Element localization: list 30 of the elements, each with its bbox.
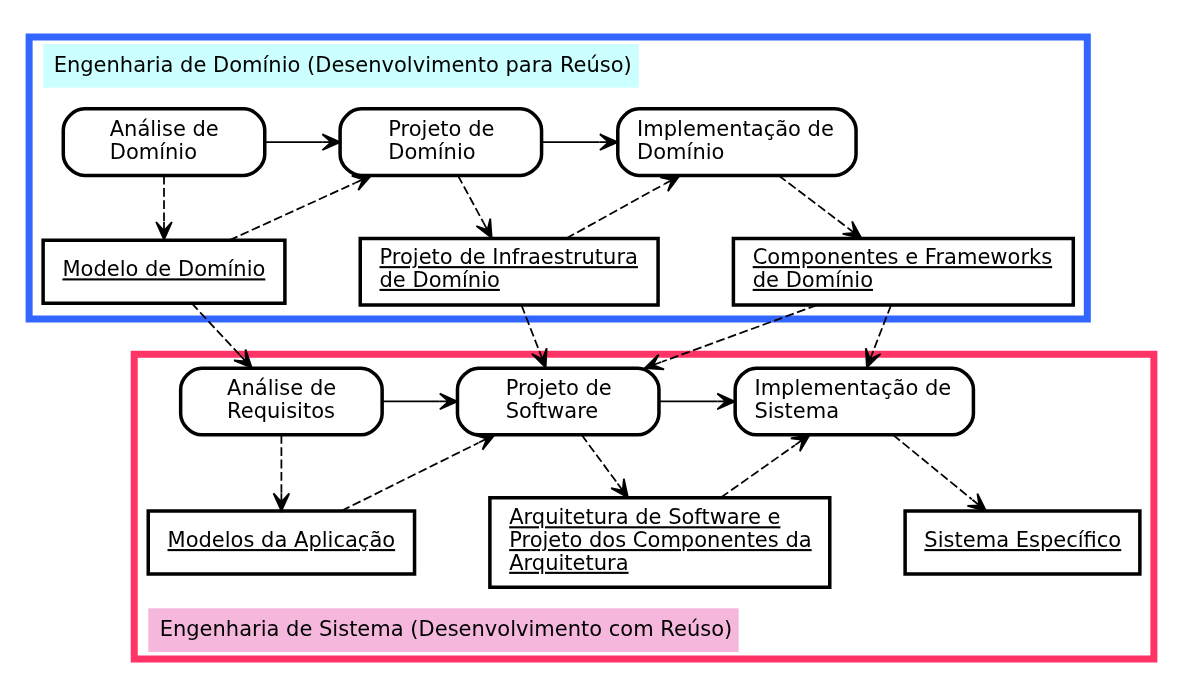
node-box: Implementação de Sistema [733, 365, 976, 436]
arrow [381, 392, 459, 410]
arrow [520, 304, 548, 368]
arrow [864, 304, 892, 368]
node-box: Projeto de Infraestrutura de Domínio [358, 236, 660, 307]
node-box: Implementação de Domínio [616, 106, 858, 177]
arrow [720, 433, 811, 498]
arrow [644, 303, 818, 370]
node-box: Projeto de Domínio [338, 106, 544, 177]
arrow [565, 174, 681, 239]
node-box: Análise de Domínio [61, 106, 267, 177]
node-box: Modelo de Domínio [41, 238, 287, 305]
arrow [264, 132, 341, 151]
node-box: Arquitetura de Software e Projeto dos Componentes da Arquitetura [488, 495, 832, 589]
arrow [580, 433, 629, 498]
arrow [155, 174, 173, 240]
arrow [541, 132, 619, 151]
node-box: Componentes e Frameworks de Domínio [731, 236, 1076, 307]
arrow [778, 174, 863, 239]
node-box: Modelos da Aplicação [146, 508, 417, 576]
arrow [272, 433, 291, 512]
node-box: Análise de Requisitos [178, 365, 384, 436]
arrow [892, 433, 987, 512]
arrow [457, 174, 493, 239]
node-box: Sistema Específico [903, 508, 1142, 576]
arrow [658, 392, 736, 410]
arrow [340, 433, 496, 512]
arrow [190, 302, 253, 369]
node-box: Projeto de Software [455, 365, 661, 436]
arrow [228, 174, 372, 241]
